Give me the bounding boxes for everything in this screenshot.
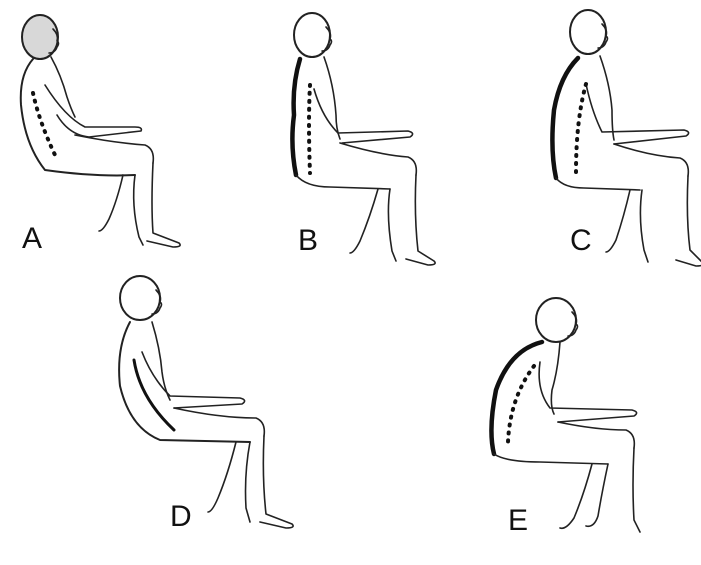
figure-e-label: E (508, 506, 528, 536)
figure-c-drawing (520, 0, 701, 270)
figure-d (100, 268, 310, 538)
posture-diagram: A B (0, 0, 701, 538)
figure-c-label: C (570, 226, 592, 256)
figure-d-drawing (100, 268, 310, 538)
figure-d-label: D (170, 502, 192, 532)
figure-a-label: A (22, 224, 42, 254)
figure-b-label: B (298, 226, 318, 256)
figure-c (520, 0, 701, 270)
